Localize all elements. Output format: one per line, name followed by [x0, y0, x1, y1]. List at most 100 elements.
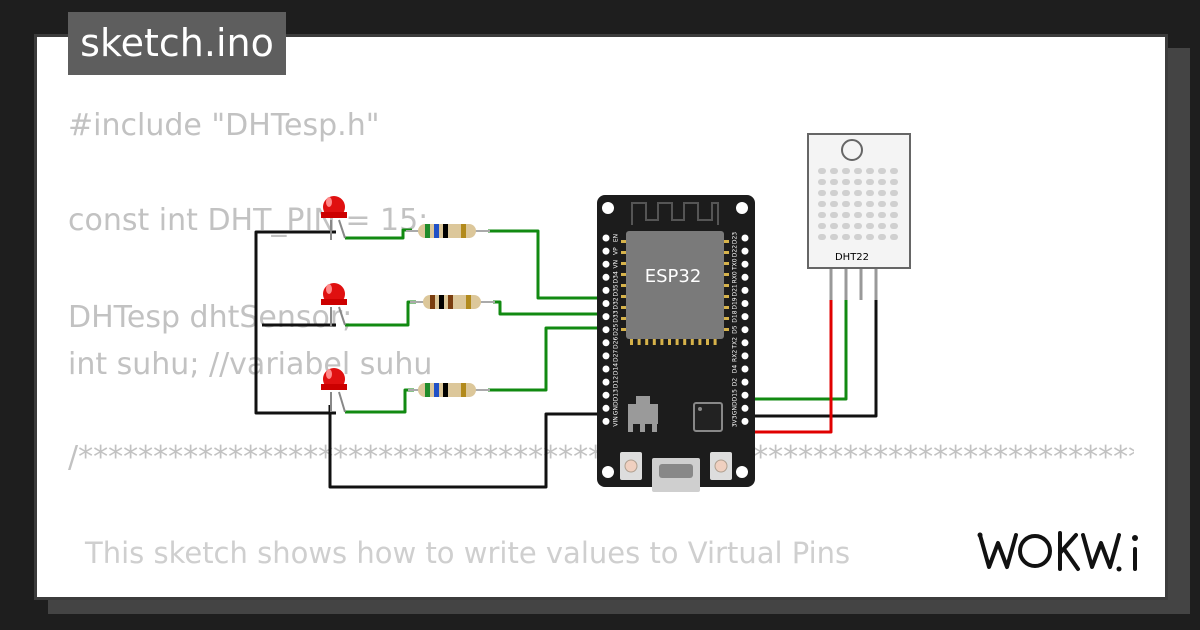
left-pin-header: ENVPVND34D35D32D33D25D26D27D14D12D13GNDV… [601, 233, 620, 427]
usb-uart-chip [693, 402, 723, 432]
right-pin-rx2[interactable] [740, 351, 750, 361]
module-pins [621, 240, 729, 345]
right-pin-d19[interactable] [740, 299, 750, 308]
code-line-include: #include "DHTesp.h" [68, 108, 380, 143]
right-pin-tx0[interactable] [740, 259, 750, 269]
left-pin-label: D25 [613, 323, 620, 335]
left-pin-label: D12 [613, 376, 620, 388]
wire-gnd-esp [328, 405, 604, 489]
wire-resistor2-d33 [493, 300, 604, 316]
right-pin-d23[interactable] [740, 233, 750, 243]
right-pin-label: GND [732, 401, 739, 415]
left-pin-vin[interactable] [601, 416, 611, 426]
dht22-label: DHT22 [835, 252, 869, 263]
right-pin-tx2[interactable] [740, 338, 750, 348]
left-pin-label: D33 [613, 310, 620, 322]
left-pin-en[interactable] [601, 233, 611, 243]
sensor-vent-grid [818, 168, 898, 240]
led-1[interactable] [321, 196, 347, 240]
right-pin-gnd[interactable] [740, 403, 750, 413]
right-pin-label: RX0 [732, 271, 739, 283]
code-line-dhtesp: DHTesp dhtSensor; [68, 300, 353, 335]
left-pin-d12[interactable] [601, 377, 611, 387]
esp32-board[interactable]: ESP32 ENVPVND34D35D32D33D25D26D27D14D12D… [597, 195, 755, 492]
en-button[interactable] [710, 452, 732, 480]
right-pin-label: D19 [732, 297, 739, 309]
wire-led1-resistor [345, 228, 412, 240]
antenna-trace [631, 202, 719, 225]
right-pin-d15[interactable] [740, 390, 750, 400]
dht22-sensor[interactable]: DHT22 [807, 133, 911, 300]
left-pin-label: D13 [613, 389, 620, 401]
right-pin-d2[interactable] [740, 377, 750, 387]
esp32-label: ESP32 [645, 266, 702, 287]
code-line-const: const int DHT_PIN = 15; [68, 203, 429, 238]
left-pin-d27[interactable] [601, 351, 611, 361]
right-pin-label: D22 [732, 245, 739, 257]
right-pin-label: D18 [732, 310, 739, 322]
right-pin-rx0[interactable] [740, 272, 750, 282]
right-pin-label: D4 [732, 365, 739, 374]
left-pin-d13[interactable] [601, 390, 611, 400]
mount-hole [736, 466, 748, 478]
mount-hole [602, 466, 614, 478]
left-pin-vp[interactable] [601, 246, 611, 256]
wire-gnd-led-top [254, 230, 336, 415]
left-pin-vn[interactable] [601, 259, 611, 269]
left-pin-label: VN [613, 260, 620, 269]
left-pin-label: EN [613, 234, 620, 242]
wire-dht-gnd [746, 300, 878, 418]
left-pin-d32[interactable] [601, 299, 611, 308]
right-pin-label: TX0 [732, 258, 739, 271]
file-tab[interactable]: sketch.ino [68, 12, 286, 75]
wires [254, 228, 878, 489]
voltage-regulator [628, 404, 658, 424]
wire-led2-resistor [345, 300, 416, 327]
left-pin-d14[interactable] [601, 364, 611, 374]
left-pin-label: VIN [613, 416, 620, 426]
left-pin-label: D35 [613, 284, 620, 296]
right-pin-label: D23 [732, 232, 739, 244]
resistor-3[interactable] [408, 383, 490, 397]
right-pin-label: D2 [732, 378, 739, 387]
right-pin-d18[interactable] [740, 312, 750, 322]
wokwi-logo[interactable] [975, 525, 1150, 575]
right-pin-d21[interactable] [740, 285, 750, 295]
left-pin-label: D27 [613, 350, 620, 362]
left-pin-d35[interactable] [601, 285, 611, 295]
right-pin-3v3[interactable] [740, 416, 750, 426]
left-pin-d33[interactable] [601, 312, 611, 322]
resistor-2[interactable] [410, 295, 495, 309]
left-pin-d34[interactable] [601, 272, 611, 282]
left-pin-d26[interactable] [601, 338, 611, 348]
wire-led3-resistor [345, 388, 414, 414]
left-pin-label: D32 [613, 297, 620, 309]
mount-hole [736, 202, 748, 214]
wire-dht-vcc [746, 300, 833, 434]
sketch-description: This sketch shows how to write values to… [85, 536, 851, 570]
boot-button[interactable] [620, 452, 642, 480]
left-pin-label: D34 [613, 271, 620, 283]
right-pin-label: D15 [732, 389, 739, 401]
code-line-suhu: int suhu; //variabel suhu [68, 347, 433, 382]
wire-dht-data [746, 300, 848, 401]
right-pin-d22[interactable] [740, 246, 750, 256]
left-pin-d25[interactable] [601, 325, 611, 335]
esp32-module [626, 231, 724, 339]
mount-hole [602, 202, 614, 214]
left-pin-label: D14 [613, 363, 620, 375]
left-pin-label: D26 [613, 336, 620, 348]
wire-resistor1-d32 [488, 229, 604, 300]
led-3[interactable] [321, 368, 347, 413]
right-pin-d4[interactable] [740, 364, 750, 374]
right-pin-label: 3V3 [732, 415, 739, 427]
resistor-1[interactable] [406, 224, 490, 238]
left-pin-label: GND [613, 401, 620, 415]
right-pin-d5[interactable] [740, 325, 750, 335]
right-pin-header: D23D22TX0RX0D21D19D18D5TX2RX2D4D2D15GND3… [732, 232, 750, 427]
wire-resistor3-d25 [488, 326, 604, 392]
right-pin-label: D21 [732, 284, 739, 296]
left-pin-gnd[interactable] [601, 403, 611, 413]
led-2[interactable] [321, 283, 347, 327]
